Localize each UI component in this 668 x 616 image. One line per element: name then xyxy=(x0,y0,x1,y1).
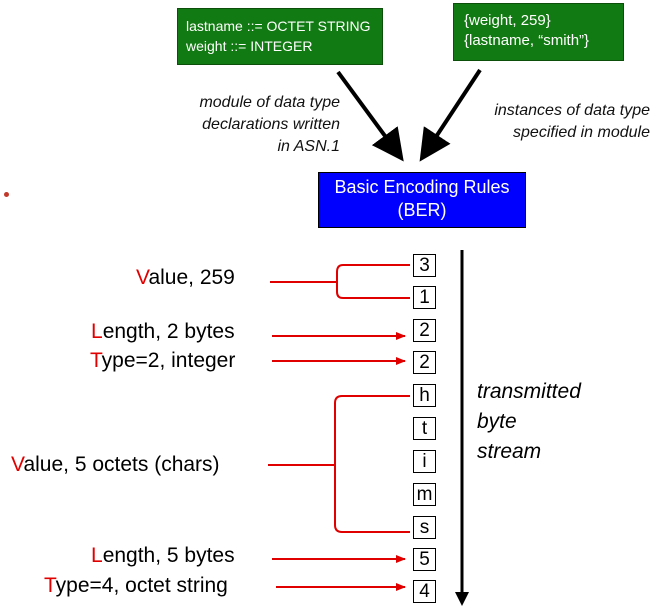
note-line: in ASN.1 xyxy=(277,138,340,155)
instances-box: {weight, 259} {lastname, “smith”} xyxy=(453,3,624,61)
label-initial: V xyxy=(11,453,24,476)
byte-box: h xyxy=(413,384,436,407)
label-text: ength, 2 bytes xyxy=(102,320,235,343)
stream-arrowhead xyxy=(455,592,469,606)
stream-label-line: byte xyxy=(477,410,517,433)
stream-label-line: stream xyxy=(477,440,542,463)
label-length-5: Length, 5 bytes xyxy=(91,543,235,569)
instance-line: {weight, 259} xyxy=(464,12,551,29)
label-type-2: Type=2, integer xyxy=(90,348,235,374)
note-line: module of data type xyxy=(199,94,340,111)
byte-box: m xyxy=(413,483,436,506)
label-initial: T xyxy=(90,349,102,372)
ber-title: Basic Encoding Rules xyxy=(334,177,510,197)
declaration-line: lastname ::= OCTET STRING xyxy=(186,18,371,34)
asn1-declarations-box: lastname ::= OCTET STRING weight ::= INT… xyxy=(177,8,383,65)
ber-abbrev: (BER) xyxy=(397,200,447,220)
label-value-259: Value, 259 xyxy=(136,265,235,291)
byte-box: 4 xyxy=(413,580,436,603)
label-text: ength, 5 bytes xyxy=(102,544,235,567)
ber-box: Basic Encoding Rules (BER) xyxy=(318,172,526,228)
label-initial: V xyxy=(136,266,149,289)
label-text: alue, 259 xyxy=(148,266,235,289)
note-line: specified in module xyxy=(513,124,650,141)
label-text: alue, 5 octets (chars) xyxy=(23,453,220,476)
label-text: ype=2, integer xyxy=(101,349,236,372)
note-line: declarations written xyxy=(202,116,340,133)
byte-box: t xyxy=(413,417,436,440)
byte-box: 2 xyxy=(413,351,436,374)
declaration-line: weight ::= INTEGER xyxy=(186,38,313,54)
note-line: instances of data type xyxy=(494,102,650,119)
inst-to-ber-arrow xyxy=(419,68,482,162)
bullet-dot xyxy=(4,192,9,197)
value-259-brace xyxy=(336,264,410,299)
declarations-note: module of data type declarations written… xyxy=(150,92,340,158)
byte-box: 3 xyxy=(413,254,436,277)
instances-note: instances of data type specified in modu… xyxy=(430,100,650,144)
instance-line: {lastname, “smith”} xyxy=(464,32,590,49)
byte-box: 1 xyxy=(413,286,436,309)
label-type-4: Type=4, octet string xyxy=(44,573,228,599)
byte-box: 5 xyxy=(413,548,436,571)
decl-to-ber-arrow xyxy=(336,70,404,162)
label-length-2: Length, 2 bytes xyxy=(91,319,235,345)
label-initial: L xyxy=(91,320,103,343)
byte-box: 2 xyxy=(413,319,436,342)
label-initial: L xyxy=(91,544,103,567)
label-initial: T xyxy=(44,574,56,597)
label-value-octets: Value, 5 octets (chars) xyxy=(11,452,220,478)
byte-box: s xyxy=(413,516,436,539)
stream-label-line: transmitted xyxy=(477,380,581,403)
stream-label: transmitted byte stream xyxy=(477,377,581,467)
value-octets-brace xyxy=(334,395,410,533)
byte-box: i xyxy=(413,450,436,473)
label-text: ype=4, octet string xyxy=(55,574,228,597)
